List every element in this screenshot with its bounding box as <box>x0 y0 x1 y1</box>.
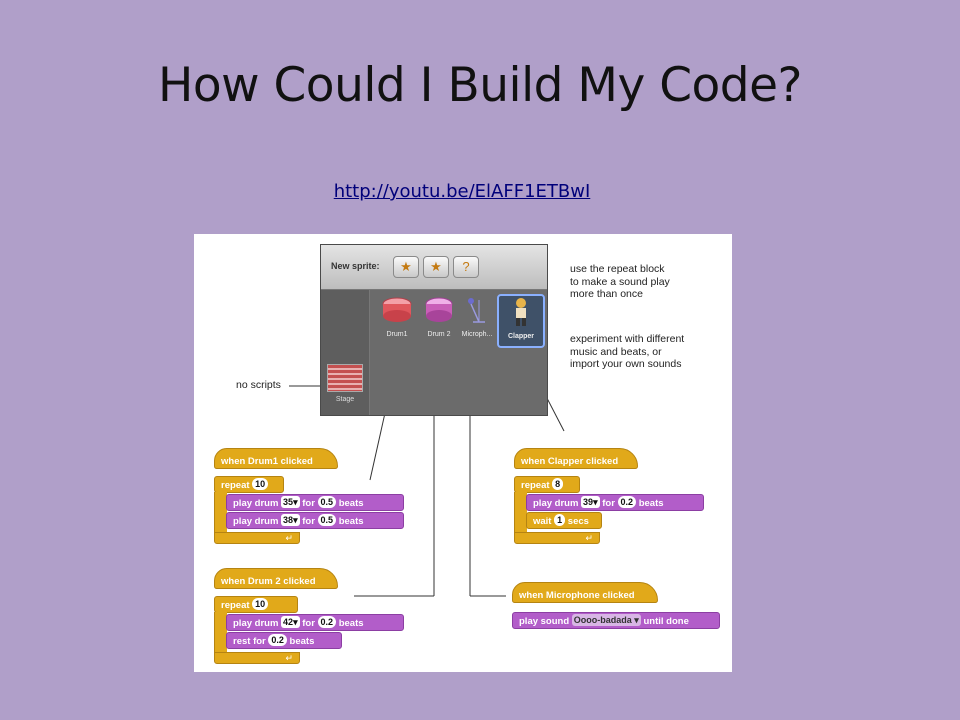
play-drum-block[interactable]: play drum 39▾ for 0.2 beats <box>526 494 704 511</box>
choose-sprite-from-file-button[interactable]: ★ <box>423 256 449 278</box>
repeat-c-foot: ↵ <box>514 532 600 544</box>
sprite-clapper[interactable]: Clapper <box>497 294 545 348</box>
block-label: for <box>302 618 315 629</box>
block-label: repeat <box>221 480 250 491</box>
repeat-c-bar <box>214 612 227 656</box>
block-label: play drum <box>233 618 279 629</box>
sprite-name: Clapper <box>507 333 535 340</box>
drum-value: 35 <box>283 497 294 508</box>
drum-icon <box>382 297 412 322</box>
block-label: repeat <box>221 600 250 611</box>
sprite-microphone[interactable]: Microph... <box>455 296 499 346</box>
hat-block[interactable]: when Drum1 clicked <box>214 448 338 469</box>
beats-input[interactable]: 0.2 <box>317 616 337 629</box>
note-line: to make a sound play <box>570 275 670 288</box>
block-label: beats <box>338 498 364 509</box>
note-line: music and beats, or <box>570 345 662 358</box>
beats-input[interactable]: 0.2 <box>268 634 287 647</box>
block-label: wait <box>533 516 552 527</box>
note-line: more than once <box>570 288 643 300</box>
block-label: for <box>302 516 315 527</box>
block-label: play sound <box>519 616 570 627</box>
repeat-c-foot: ↵ <box>214 532 300 544</box>
drum-value: 38 <box>283 515 294 526</box>
play-drum-block[interactable]: play drum 42▾ for 0.2 beats <box>226 614 404 631</box>
random-sprite-button[interactable]: ? <box>453 256 479 278</box>
play-drum-block[interactable]: play drum 38▾ for 0.5 beats <box>226 512 404 529</box>
microphone-icon <box>468 298 485 323</box>
repeat-c-bar <box>514 492 527 536</box>
drum-icon <box>425 297 453 322</box>
new-sprite-label: New sprite: <box>331 261 380 271</box>
drum-dropdown[interactable]: 39▾ <box>581 496 600 509</box>
block-label: play drum <box>233 498 279 509</box>
block-label: beats <box>289 636 315 647</box>
drum-dropdown[interactable]: 38▾ <box>281 514 300 527</box>
sprite-drum1[interactable]: Drum1 <box>375 296 419 346</box>
star-folder-icon: ★ <box>430 259 442 274</box>
sprite-drum2[interactable]: Drum 2 <box>417 296 461 346</box>
hat-block[interactable]: when Microphone clicked <box>512 582 658 603</box>
block-label: play drum <box>533 498 579 509</box>
sound-dropdown[interactable]: Oooo-badada ▾ <box>571 614 641 627</box>
play-sound-block[interactable]: play sound Oooo-badada ▾ until done <box>512 612 720 629</box>
drum-value: 39 <box>583 497 594 508</box>
scratch-screenshot-panel: New sprite: ★ ★ ? Stage Drum1 Drum 2 <box>194 234 732 672</box>
block-label: beats <box>638 498 664 509</box>
clapper-icon <box>516 298 526 326</box>
play-drum-block[interactable]: play drum 35▾ for 0.5 beats <box>226 494 404 511</box>
video-link[interactable]: http://youtu.be/ElAFF1ETBwI <box>333 181 591 202</box>
new-sprite-toolbar: New sprite: ★ ★ ? <box>321 245 547 290</box>
block-label: secs <box>567 516 589 527</box>
secs-input[interactable]: 1 <box>554 514 566 527</box>
loop-arrow-icon: ↵ <box>285 653 293 663</box>
sound-value: Oooo-badada <box>573 615 632 626</box>
repeat-count-input[interactable]: 8 <box>552 478 564 491</box>
note-line: use the repeat block <box>570 263 665 275</box>
repeat-note: use the repeat block to make a sound pla… <box>570 263 670 301</box>
stage-thumbnail[interactable] <box>327 364 363 392</box>
repeat-c-foot: ↵ <box>214 652 300 664</box>
hat-block[interactable]: when Drum 2 clicked <box>214 568 338 589</box>
sprite-pane: New sprite: ★ ★ ? Stage Drum1 Drum 2 <box>320 244 548 416</box>
note-line: import your own sounds <box>570 358 682 370</box>
stage-label: Stage <box>335 396 355 403</box>
beats-input[interactable]: 0.2 <box>617 496 637 509</box>
block-label: until done <box>643 616 689 627</box>
loop-arrow-icon: ↵ <box>585 533 593 543</box>
experiment-note: experiment with different music and beat… <box>570 333 684 371</box>
sprite-name: Drum 2 <box>427 331 451 338</box>
block-label: rest for <box>233 636 266 647</box>
no-scripts-label: no scripts <box>236 379 281 391</box>
repeat-block[interactable]: repeat 10 <box>214 596 298 613</box>
wait-block[interactable]: wait 1 secs <box>526 512 602 529</box>
block-label: beats <box>338 516 364 527</box>
paint-new-sprite-button[interactable]: ★ <box>393 256 419 278</box>
sprite-name: Microph... <box>461 331 493 338</box>
loop-arrow-icon: ↵ <box>285 533 293 543</box>
star-brush-icon: ★ <box>400 259 412 274</box>
block-label: beats <box>338 618 364 629</box>
drum-value: 42 <box>283 617 294 628</box>
block-label: for <box>302 498 315 509</box>
stage-column: Stage <box>321 290 370 415</box>
beats-input[interactable]: 0.5 <box>317 514 337 527</box>
repeat-block[interactable]: repeat 10 <box>214 476 284 493</box>
slide-title: How Could I Build My Code? <box>158 58 802 113</box>
repeat-c-bar <box>214 492 227 536</box>
rest-block[interactable]: rest for 0.2 beats <box>226 632 342 649</box>
hat-block[interactable]: when Clapper clicked <box>514 448 638 469</box>
drum-dropdown[interactable]: 42▾ <box>281 616 300 629</box>
drum-dropdown[interactable]: 35▾ <box>281 496 300 509</box>
block-label: for <box>602 498 615 509</box>
block-label: play drum <box>233 516 279 527</box>
beats-input[interactable]: 0.5 <box>317 496 337 509</box>
question-mark-icon: ? <box>462 259 470 274</box>
block-label: repeat <box>521 480 550 491</box>
repeat-block[interactable]: repeat 8 <box>514 476 580 493</box>
repeat-count-input[interactable]: 10 <box>252 598 269 611</box>
sprite-name: Drum1 <box>386 331 408 338</box>
repeat-count-input[interactable]: 10 <box>252 478 269 491</box>
note-line: experiment with different <box>570 333 685 345</box>
